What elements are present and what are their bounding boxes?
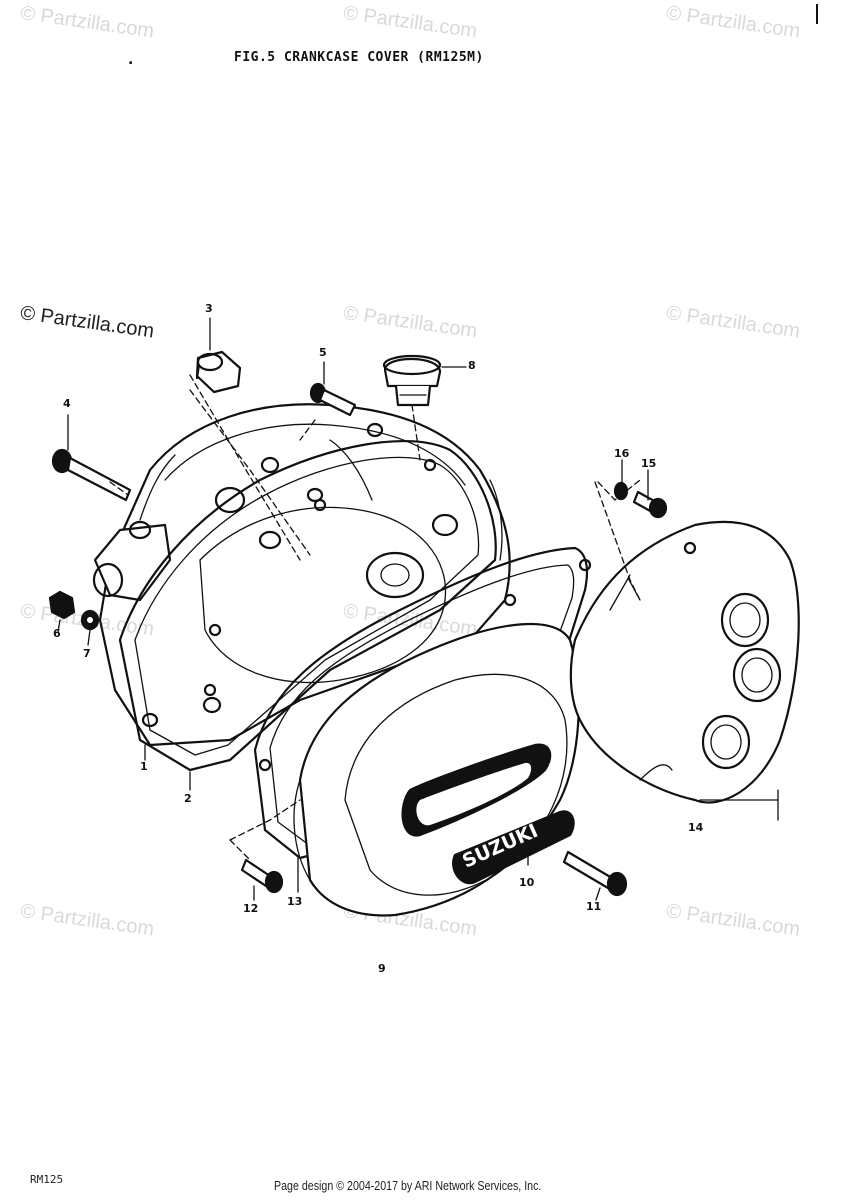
- callout-16: 16: [614, 447, 630, 460]
- part-13-gasket: [253, 546, 592, 860]
- part-2-gasket: [118, 440, 497, 772]
- callout-5: 5: [319, 346, 327, 359]
- part-8-filler-cap: [382, 354, 442, 407]
- callout-12: 12: [243, 902, 259, 915]
- callout-14: 14: [688, 821, 704, 834]
- part-14-outer-cover: [569, 520, 800, 804]
- part-15-bolt: [632, 490, 668, 519]
- callout-15: 15: [641, 457, 657, 470]
- edge-mark: [816, 4, 818, 24]
- part-16-washer: [613, 481, 629, 501]
- part-6-nut: [48, 590, 76, 620]
- leader-lines: [57, 317, 779, 901]
- part-7-washer: [80, 609, 100, 631]
- part-11-bolt: [562, 850, 628, 897]
- page-reference: RM125: [30, 1173, 64, 1186]
- callout-8: 8: [468, 359, 476, 372]
- part-3-dowel: [195, 350, 242, 394]
- callout-9: 9: [378, 962, 386, 975]
- callout-7: 7: [83, 647, 91, 660]
- title-dot: .: [128, 52, 134, 68]
- part-12-bolt: [240, 858, 284, 894]
- callout-6: 6: [53, 627, 61, 640]
- callout-10: 10: [519, 876, 535, 889]
- figure-title: FIG.5 CRANKCASE COVER (RM125M): [234, 50, 484, 65]
- footer-copyright: Page design © 2004-2017 by ARI Network S…: [274, 1178, 542, 1193]
- callout-2: 2: [184, 792, 192, 805]
- callout-4: 4: [63, 397, 71, 410]
- callout-13: 13: [287, 895, 303, 908]
- part-10-clutch-cover: SUZUKI: [293, 622, 580, 917]
- part-4-bolt: [51, 448, 132, 502]
- part-5-bolt: [309, 382, 357, 417]
- callout-1: 1: [140, 760, 148, 773]
- callout-3: 3: [205, 302, 213, 315]
- callout-11: 11: [586, 900, 602, 913]
